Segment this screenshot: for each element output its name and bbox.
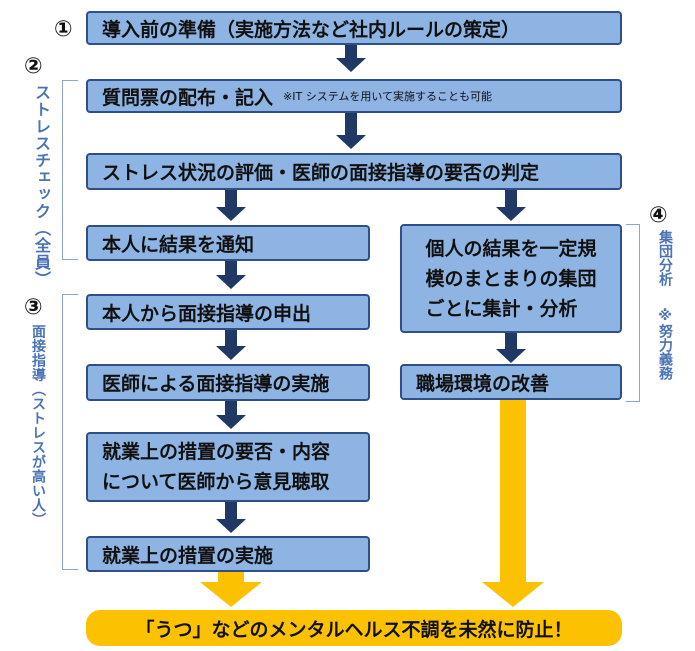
box-notify: 本人に結果を通知 — [86, 225, 370, 261]
arrow-questionnaire-to-evaluation — [336, 111, 366, 149]
goal-text: 「うつ」などのメンタルヘルス不調を未然に防止！ — [135, 618, 573, 641]
box-measures: 就業上の措置の実施 — [86, 536, 370, 572]
box-questionnaire: 質問票の配布・記入 ※IT システムを用いて実施することも可能 — [86, 79, 622, 113]
step-marker-1: ① — [54, 17, 73, 42]
label-stress-check-all: ストレスチェック（全員） — [32, 84, 51, 288]
opinion-line-1: 就業上の措置の要否・内容 — [102, 441, 331, 463]
evaluation-text: ストレス状況の評価・医師の面接指導の要否の判定 — [102, 162, 540, 184]
aggregate-line-1: 個人の結果を一定規 — [425, 237, 597, 260]
doctor-interview-text: 医師による面接指導の実施 — [102, 373, 330, 395]
notify-text: 本人に結果を通知 — [102, 233, 255, 256]
box-doctor-opinion: 就業上の措置の要否・内容 について医師から意見聴取 — [86, 432, 370, 502]
navy-arrows — [216, 44, 526, 533]
yellow-arrows — [200, 398, 544, 607]
step-marker-4: ④ — [649, 203, 668, 228]
arrow-prep-to-questionnaire — [336, 44, 366, 72]
bracket-interview — [62, 294, 78, 570]
improve-text: 職場環境の改善 — [416, 372, 550, 395]
arrow-notify-to-request — [216, 259, 246, 289]
arrow-aggregate-to-improve — [496, 332, 526, 363]
request-text: 本人から面接指導の申出 — [102, 302, 312, 325]
box-evaluation: ストレス状況の評価・医師の面接指導の要否の判定 — [86, 153, 622, 190]
aggregate-line-3: ごとに集計・分析 — [425, 297, 578, 320]
bracket-group-analysis — [626, 224, 640, 402]
label-effort-duty: ※努力義務 — [657, 308, 673, 380]
step-marker-2: ② — [24, 54, 43, 79]
bracket-stress-check — [62, 80, 78, 260]
arrow-measures-to-goal — [200, 570, 262, 607]
preparation-text: 導入前の準備（実施方法など社内ルールの策定） — [102, 18, 521, 41]
measures-text: 就業上の措置の実施 — [102, 544, 274, 567]
label-group-analysis: 集団分析 — [657, 230, 673, 286]
questionnaire-text: 質問票の配布・記入 — [102, 86, 274, 109]
arrow-doctor-to-opinion — [216, 400, 246, 429]
box-workplace-improvement: 職場環境の改善 — [400, 364, 622, 400]
step-marker-3: ③ — [24, 295, 43, 320]
arrow-evaluation-to-aggregate — [496, 189, 526, 221]
label-interview-high-stress: 面接指導（ストレスが高い人） — [30, 324, 46, 527]
goal-banner: 「うつ」などのメンタルヘルス不調を未然に防止！ — [86, 610, 622, 646]
questionnaire-note: ※IT システムを用いて実施することも可能 — [283, 90, 493, 103]
arrow-evaluation-to-notify — [216, 189, 246, 221]
opinion-line-2: について医師から意見聴取 — [102, 471, 330, 493]
arrow-opinion-to-measures — [216, 501, 246, 533]
aggregate-line-2: 模のまとまりの集団 — [425, 267, 597, 290]
box-doctor-interview: 医師による面接指導の実施 — [86, 364, 370, 401]
box-preparation: 導入前の準備（実施方法など社内ルールの策定） — [86, 11, 622, 45]
box-request: 本人から面接指導の申出 — [86, 294, 370, 330]
arrow-request-to-doctor — [216, 329, 246, 360]
arrow-improve-to-goal — [482, 398, 544, 607]
box-group-aggregate: 個人の結果を一定規 模のまとまりの集団 ごとに集計・分析 — [400, 224, 622, 333]
